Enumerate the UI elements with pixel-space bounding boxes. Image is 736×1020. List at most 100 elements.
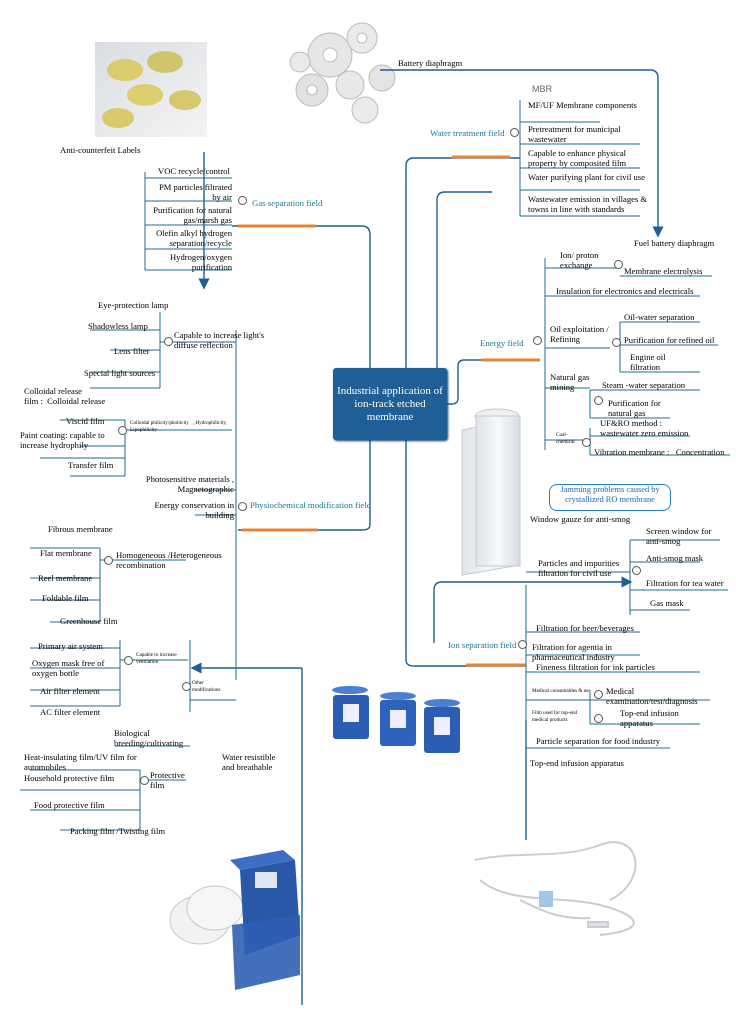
colloid-item-1: Colloidal release film : Colloidal relea… [24, 386, 106, 406]
energy-gas-item-2: Purification for natural gas [608, 398, 661, 418]
vent-item-2: Oxygen mask free of oxygen bottle [32, 658, 105, 678]
fuel-battery-diaphragm-label: Fuel battery diaphragm [634, 238, 715, 248]
energy-gas-mining: Natural gas mining [550, 372, 590, 392]
protective-item-3: Food protective film [34, 800, 105, 810]
water-item-2: Pretreatment for municipal wastewater [528, 124, 621, 144]
energy-oil-item-3: Engine oil filtration [630, 352, 666, 372]
node-circle-icon [238, 196, 247, 205]
energy-oil-item-1: Oil-water separation [624, 312, 695, 322]
ion-pharma: Filtration for agentia in pharmaceutical… [532, 642, 615, 662]
ion-topend-apparatus: Top-end infusion apparatus [620, 708, 679, 728]
energy-membrane-electrolysis: Membrane electrolysis [624, 266, 703, 276]
gas-item-2: Purification for natural gas/marsh gas [153, 205, 232, 225]
node-circle-icon [614, 260, 623, 269]
jamming-note: Jamming problems caused by crystallized … [549, 484, 671, 511]
photosensitive-item: Photosensitive materials , Magnetographi… [145, 474, 234, 494]
battery-diaphragm-label: Battery diaphragm [398, 58, 463, 68]
anti-counterfeit-labels: Anti-counterfeit Labels [60, 145, 141, 155]
gas-item-1: PM particles filtrated by air [158, 182, 232, 202]
gas-item-4: Hydrogen/oxygen purification [169, 252, 232, 272]
ion-particle-item-3: Filtration for tea water [646, 578, 724, 588]
gas-item-3: Olefin alkyl hydrogen separation/recycle [156, 228, 232, 248]
field-ion-separation: Ion separation field [448, 640, 517, 650]
energy-gas-item-1: Steam -water separation [602, 380, 686, 390]
water-item-1: MF/UF Membrane components [528, 100, 637, 110]
filter-capsules-photo [332, 686, 460, 753]
node-circle-icon [140, 776, 149, 785]
protective-item-2: Household protective film [24, 773, 115, 783]
ion-medical-exam: Medical examination/test/diagnosis [606, 686, 698, 706]
node-circle-icon [533, 336, 542, 345]
node-circle-icon [612, 338, 621, 347]
water-resistible-label: Water resistible and breathable [222, 752, 276, 772]
main-connectors [190, 69, 664, 1005]
node-circle-icon [238, 502, 247, 511]
protective-item-4: Packing film /Twisting film [70, 826, 166, 836]
vent-item-1: Primary air system [38, 641, 103, 651]
colloid-header: Colloidal philicity/phobicity , Hydrophi… [130, 420, 227, 433]
ion-particles: Particles and impurities filtration for … [538, 558, 620, 578]
protective-header: Protective film [150, 770, 185, 790]
light-item-2: Shadowless lamp [88, 321, 148, 331]
energy-oil-item-2: Purification for refined oil [624, 335, 715, 345]
energy-coal-item-2: Vibration membrane : Concentration [594, 447, 725, 457]
colloid-item-2: Viscid film [66, 416, 105, 426]
node-circle-icon [632, 566, 641, 575]
energy-insulation: Insulation for electronics and electrica… [556, 286, 694, 296]
energy-coal-chemical: Coal-chemical [556, 432, 575, 445]
field-gas-separation: Gas separation field [252, 198, 323, 208]
battery-diaphragm-photo [289, 22, 396, 124]
water-item-5: Wastewater emission in villages & towns … [528, 194, 648, 214]
light-item-4: Special light sources [84, 368, 156, 378]
homo-item-3: Reel membrane [38, 573, 93, 583]
ion-particle-item-2: Anti-smog mask [646, 553, 704, 563]
center-topic: Industrial application of ion-track etch… [333, 368, 447, 440]
node-circle-icon [582, 438, 591, 447]
light-item-1: Eye-protection lamp [98, 300, 169, 310]
node-circle-icon [594, 690, 603, 699]
light-header: Capable to increase light's diffuse refl… [174, 330, 265, 350]
ion-ink: Fineness filtration for ink particles [536, 662, 655, 672]
homo-item-2: Flat membrane [40, 548, 92, 558]
homo-item-1: Fibrous membrane [48, 524, 113, 534]
node-circle-icon [104, 556, 113, 565]
gas-top-item: VOC recycle/control [158, 166, 230, 176]
field-water-treatment: Water treatment field [430, 128, 505, 138]
vent-header: Capable to increase ventilation [136, 652, 177, 665]
node-circle-icon [594, 714, 603, 723]
energy-ion-proton: Ion/ proton exchange [560, 250, 599, 270]
water-item-3: Capable to enhance physical property by … [528, 148, 627, 168]
window-gauze-label: Window gauze for anti-smog [530, 514, 631, 524]
protective-item-1: Heat-insulating film/UV film for automob… [24, 752, 137, 772]
ion-particle-item-4: Gas mask [650, 598, 684, 608]
energy-coal-item-1: UF&RO method : wastewater zero emission [600, 418, 689, 438]
center-title: Industrial application of ion-track etch… [337, 384, 443, 423]
homo-item-5: Greenhouse film [60, 616, 118, 626]
vent-item-3: Air filter element [40, 686, 100, 696]
ion-bottom-apparatus: Top-end infusion apparatus [530, 758, 624, 768]
node-circle-icon [118, 426, 127, 435]
ion-particle-item-1: Screen window for anti-smog [646, 526, 712, 546]
ion-food: Particle separation for food industry [536, 736, 661, 746]
mbr-label: MBR [532, 84, 552, 94]
node-circle-icon [124, 656, 133, 665]
homo-header: Homogeneous /Heterogeneous recombination [116, 550, 222, 570]
filter-holder-photo [169, 850, 300, 990]
anti-counterfeit-labels-photo [95, 42, 207, 137]
water-item-4: Water purifying plant for civil use [528, 172, 645, 182]
infusion-set-photo [474, 841, 637, 936]
node-circle-icon [164, 337, 173, 346]
other-header: Other modifications [192, 680, 221, 693]
field-energy: Energy field [480, 338, 524, 348]
ion-film-topend: Film used for top-end medical products [532, 710, 578, 723]
light-item-3: Lens filter [114, 346, 150, 356]
energy-building-item: Energy conservation in building [154, 500, 234, 520]
field-bars [238, 155, 540, 667]
membrane-roll-photo [461, 408, 521, 576]
node-circle-icon [182, 682, 191, 691]
homo-item-4: Foldable film [42, 593, 89, 603]
colloid-item-3: Paint coating: capable to increase hydro… [20, 430, 105, 450]
ion-beer: Filtration for beer/beverages [536, 623, 634, 633]
